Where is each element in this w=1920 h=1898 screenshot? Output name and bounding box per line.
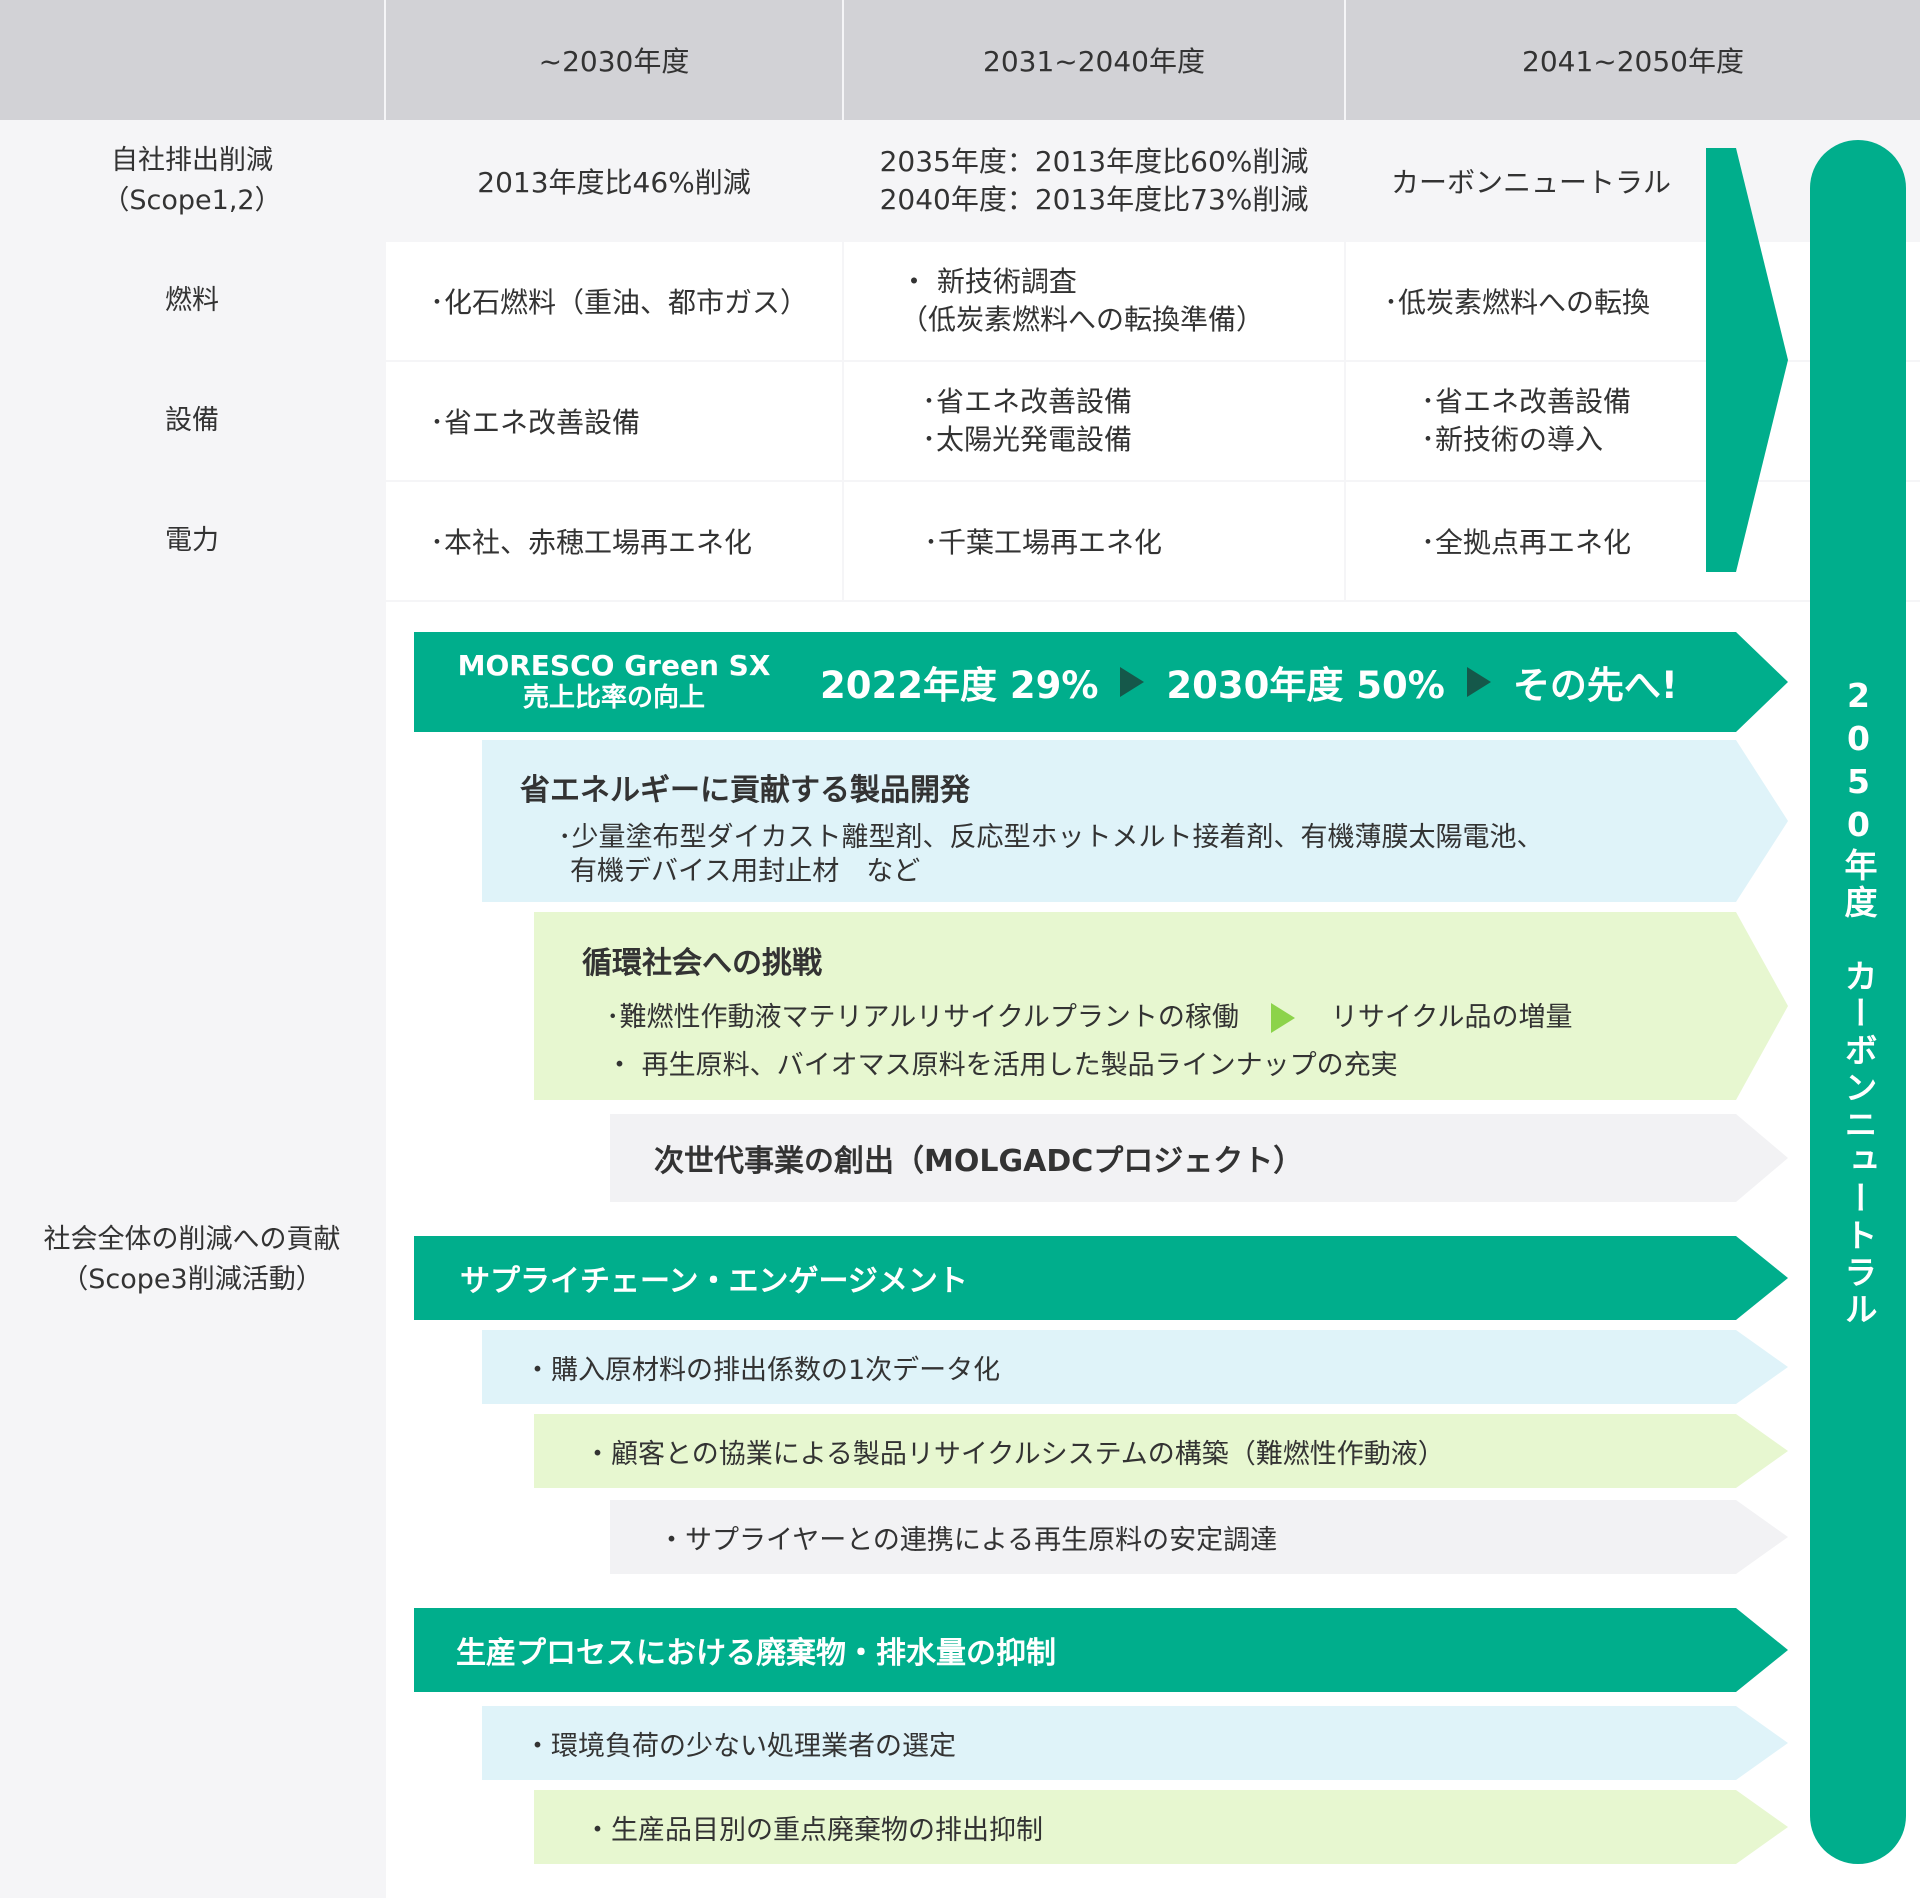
row-label-equipment-text: 設備: [165, 405, 219, 436]
energy-saving-line2: 有機デバイス用封止材 など: [570, 856, 921, 887]
energy-saving-band: 省エネルギーに貢献する製品開発 ･少量塗布型ダイカスト離型剤、反応型ホットメルト…: [482, 740, 1788, 902]
header-period-2050: 2041~2050年度: [1346, 0, 1920, 120]
scope12-chevron-arrow: [1706, 148, 1788, 572]
energy-saving-line1: ･少量塗布型ダイカスト離型剤、反応型ホットメルト接着剤、有機薄膜太陽電池、: [558, 822, 1544, 853]
row-label-scope12-line2: （Scope1,2）: [102, 185, 282, 216]
next-gen-title: 次世代事業の創出（MOLGADCプロジェクト）: [654, 1144, 1304, 1179]
supply-chain-band: サプライチェーン・エンゲージメント: [414, 1236, 1788, 1320]
green-sx-band: MORESCO Green SX 売上比率の向上 2022年度 29% 2030…: [414, 632, 1788, 732]
supply-chain-item2: ・顧客との協業による製品リサイクルシステムの構築（難燃性作動液）: [584, 1438, 1445, 1470]
next-gen-band: 次世代事業の創出（MOLGADCプロジェクト）: [610, 1114, 1788, 1202]
power-2030-cell: ･本社、赤穂工場再エネ化: [386, 482, 842, 600]
waste-band: 生産プロセスにおける廃棄物・排水量の抑制: [414, 1608, 1788, 1692]
supply-chain-item1-band: ・購入原材料の排出係数の1次データ化: [482, 1330, 1788, 1404]
fuel-2030-cell: ･化石燃料（重油、都市ガス）: [386, 242, 842, 360]
equipment-2030-cell: ･省エネ改善設備: [386, 362, 842, 480]
row-label-power: 電力: [0, 482, 384, 600]
equipment-2040-line1: ･省エネ改善設備: [922, 385, 1133, 418]
equipment-2030-text: ･省エネ改善設備: [430, 406, 641, 439]
waste-item1-band: ・環境負荷の少ない処理業者の選定: [482, 1706, 1788, 1780]
header-empty-cell: [0, 0, 384, 120]
header-period-2030: ~2030年度: [386, 0, 842, 120]
fuel-2030-text: ･化石燃料（重油、都市ガス）: [430, 286, 809, 319]
row-label-power-text: 電力: [165, 525, 219, 556]
arrow-right-icon: [1467, 667, 1491, 697]
supply-chain-item3-band: ・サプライヤーとの連携による再生原料の安定調達: [610, 1500, 1788, 1574]
arrow-right-icon: [1271, 1003, 1295, 1033]
goal-2050-label: 2050年度 カーボンニュートラル: [1839, 675, 1878, 1329]
equipment-2040-cell: ･省エネ改善設備 ･太陽光発電設備: [844, 362, 1344, 480]
waste-item2: ・生産品目別の重点廃棄物の排出抑制: [584, 1814, 1043, 1846]
green-sx-name-line2: 売上比率の向上: [522, 683, 705, 713]
green-sx-step-beyond: その先へ!: [1512, 664, 1678, 707]
circular-society-band: 循環社会への挑戦 ･難燃性作動液マテリアルリサイクルプラントの稼働 リサイクル品…: [534, 912, 1788, 1100]
fuel-2040-cell: ・ 新技術調査 （低炭素燃料への転換準備）: [844, 242, 1344, 360]
row-label-scope12-line1: 自社排出削減: [111, 145, 273, 176]
green-sx-step-2030: 2030年度 50%: [1166, 664, 1445, 707]
scope12-2040-cell: 2035年度：2013年度比60%削減 2040年度：2013年度比73%削減: [844, 122, 1344, 240]
row-label-fuel-text: 燃料: [165, 285, 219, 316]
equipment-2050-line2: ･新技術の導入: [1421, 423, 1604, 456]
row-label-scope3-line2: （Scope3削減活動）: [61, 1264, 323, 1295]
scope12-2030-cell: 2013年度比46%削減: [386, 122, 842, 240]
power-2030-text: ･本社、赤穂工場再エネ化: [430, 526, 753, 559]
scope12-2030-target: 2013年度比46%削減: [477, 166, 751, 199]
scope12-2040-target: 2040年度：2013年度比73%削減: [879, 183, 1309, 216]
supply-chain-title: サプライチェーン・エンゲージメント: [460, 1264, 968, 1299]
green-sx-step-2022: 2022年度 29%: [820, 664, 1099, 707]
row-label-fuel: 燃料: [0, 242, 384, 360]
scope12-2050-target: カーボンニュートラル: [1391, 166, 1672, 199]
power-2040-cell: ･千葉工場再エネ化: [844, 482, 1344, 600]
row-label-scope3-line1: 社会全体の削減への貢献: [43, 1224, 341, 1255]
fuel-2040-line1: ・ 新技術調査: [900, 265, 1077, 298]
waste-item1: ・環境負荷の少ない処理業者の選定: [524, 1730, 956, 1762]
supply-chain-item1: ・購入原材料の排出係数の1次データ化: [524, 1354, 1001, 1386]
circular-line1-b: リサイクル品の増量: [1330, 1002, 1573, 1033]
equipment-2050-line1: ･省エネ改善設備: [1421, 385, 1632, 418]
circular-line1: ･難燃性作動液マテリアルリサイクルプラントの稼働 リサイクル品の増量: [582, 996, 1788, 1040]
green-sx-name-line1: MORESCO Green SX: [457, 649, 771, 682]
energy-saving-title: 省エネルギーに貢献する製品開発: [520, 773, 970, 808]
goal-2050-pill: 2050年度 カーボンニュートラル: [1810, 140, 1906, 1864]
power-2050-text: ･全拠点再エネ化: [1421, 526, 1632, 559]
power-2040-text: ･千葉工場再エネ化: [924, 526, 1163, 559]
equipment-2040-line2: ･太陽光発電設備: [922, 423, 1133, 456]
fuel-2050-text: ･低炭素燃料への転換: [1384, 286, 1651, 319]
circular-line1-a: ･難燃性作動液マテリアルリサイクルプラントの稼働: [606, 1002, 1239, 1033]
green-sx-title: MORESCO Green SX 売上比率の向上: [414, 650, 814, 714]
waste-title: 生産プロセスにおける廃棄物・排水量の抑制: [456, 1636, 1056, 1671]
supply-chain-item2-band: ・顧客との協業による製品リサイクルシステムの構築（難燃性作動液）: [534, 1414, 1788, 1488]
row-label-equipment: 設備: [0, 362, 384, 480]
circular-title: 循環社会への挑戦: [582, 946, 822, 981]
supply-chain-item3: ・サプライヤーとの連携による再生原料の安定調達: [658, 1524, 1278, 1556]
row-label-scope3: 社会全体の削減への貢献 （Scope3削減活動）: [0, 602, 384, 1898]
header-period-2040: 2031~2040年度: [844, 0, 1344, 120]
waste-item2-band: ・生産品目別の重点廃棄物の排出抑制: [534, 1790, 1788, 1864]
arrow-right-icon: [1120, 667, 1144, 697]
fuel-2040-line2: （低炭素燃料への転換準備）: [900, 303, 1265, 336]
scope12-2035-target: 2035年度：2013年度比60%削減: [879, 145, 1309, 178]
circular-line2: ・ 再生原料、バイオマス原料を活用した製品ラインナップの充実: [606, 1050, 1398, 1081]
row-label-scope12: 自社排出削減 （Scope1,2）: [0, 122, 384, 240]
